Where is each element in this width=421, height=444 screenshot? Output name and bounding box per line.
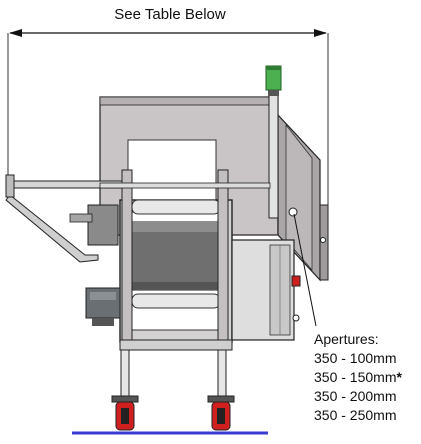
dimension-label: See Table Below bbox=[114, 6, 226, 23]
legs bbox=[119, 339, 233, 401]
aperture-leader bbox=[293, 213, 317, 327]
aperture-item: 350 - 150mm* bbox=[314, 369, 402, 385]
aperture-item: 350 - 100mm bbox=[314, 350, 397, 366]
motor-box bbox=[85, 287, 121, 326]
caster-left bbox=[111, 395, 139, 431]
aperture-item: 350 - 200mm bbox=[314, 388, 397, 404]
apertures-heading: Apertures: bbox=[314, 331, 379, 347]
infeed-rail bbox=[5, 174, 124, 263]
frame bbox=[99, 169, 271, 343]
caster-right bbox=[207, 395, 235, 431]
aperture-opening bbox=[127, 139, 217, 201]
aperture-item: 350 - 250mm bbox=[314, 407, 397, 423]
control-box bbox=[231, 239, 301, 341]
beacon-light bbox=[265, 65, 282, 219]
apertures-list: Apertures: 350 - 100mm 350 - 150mm* 350 … bbox=[314, 330, 402, 425]
